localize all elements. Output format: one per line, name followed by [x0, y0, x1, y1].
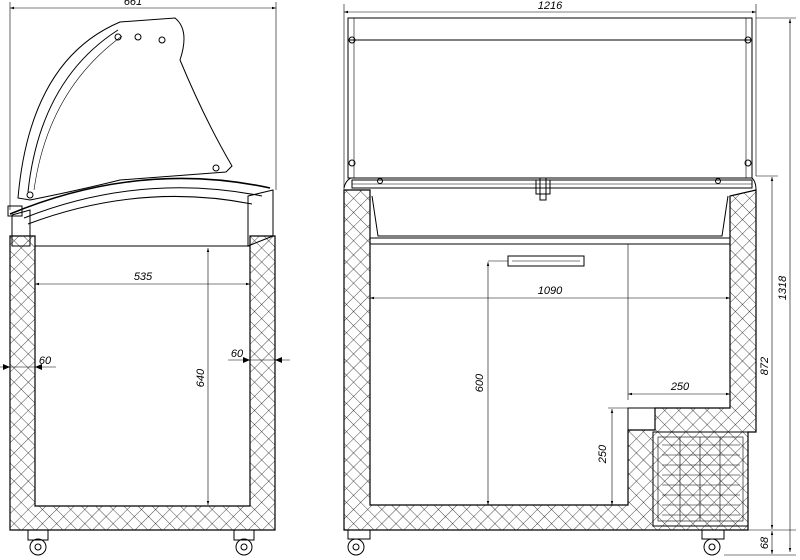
dim-label-535: 535 [134, 271, 153, 283]
side-hinge-pin-3 [158, 36, 166, 44]
front-wheel-right [701, 529, 725, 556]
front-canopy-screw-1 [348, 36, 356, 44]
front-wheel-left [347, 529, 371, 556]
front-compressor-grille [652, 431, 749, 527]
dim-label-68: 68 [759, 536, 771, 549]
dim-label-250-v: 250 [597, 444, 609, 464]
front-canopy-screw-2 [744, 36, 752, 44]
front-rail-screw-2 [715, 178, 721, 184]
front-basket-tray [371, 195, 729, 237]
dim-label-1318: 1318 [777, 275, 789, 300]
front-lid-latch [535, 179, 551, 195]
side-lid-rim [27, 196, 253, 225]
dim-label-60-right: 60 [231, 348, 244, 360]
dim-label-600: 600 [474, 373, 486, 392]
front-canopy-screw-3 [348, 159, 356, 167]
dim-arrow-60-left-a [3, 364, 10, 370]
side-lid-inner [23, 187, 263, 219]
side-canopy-edge [27, 29, 119, 193]
side-canopy-glass [17, 17, 233, 201]
side-lid-outer [9, 177, 271, 215]
dim-arrow-60-left-b [35, 364, 42, 370]
side-hinge-pin-4 [212, 164, 220, 172]
front-inner-cavity [369, 190, 731, 506]
dim-label-640: 640 [195, 368, 207, 387]
side-front-collar [11, 209, 31, 247]
side-canopy-edge-inner [33, 35, 123, 191]
front-canopy-glass [347, 17, 753, 179]
side-rear-collar [247, 189, 274, 247]
dim-label-1090: 1090 [538, 285, 563, 297]
dim-label-60-left: 60 [39, 355, 52, 367]
side-view: 661 535 60 60 640 [0, 0, 290, 556]
front-insulated-body [343, 189, 757, 531]
side-hinge-pin-2 [134, 33, 142, 41]
side-inner-cavity [34, 245, 251, 507]
dim-arrow-60-right-a [243, 357, 250, 363]
side-wheel-right [233, 529, 255, 556]
side-wheel-left [27, 529, 49, 556]
front-view: 1216 1090 600 250 250 1318 872 68 [343, 0, 796, 556]
dim-label-872: 872 [759, 357, 771, 375]
dim-arrow-60-right-b [275, 357, 282, 363]
front-lid-latch-pin [539, 177, 547, 201]
front-basket-lower [369, 237, 731, 245]
side-hinge-pin-5 [26, 191, 34, 199]
side-front-lip [7, 205, 23, 217]
side-hinge-pin-1 [114, 33, 122, 41]
dim-label-661: 661 [124, 0, 142, 8]
front-rail-screw-1 [377, 178, 383, 184]
dim-label-1216: 1216 [538, 0, 563, 12]
front-canopy-screw-4 [744, 159, 752, 167]
dim-label-250-h: 250 [670, 381, 690, 393]
